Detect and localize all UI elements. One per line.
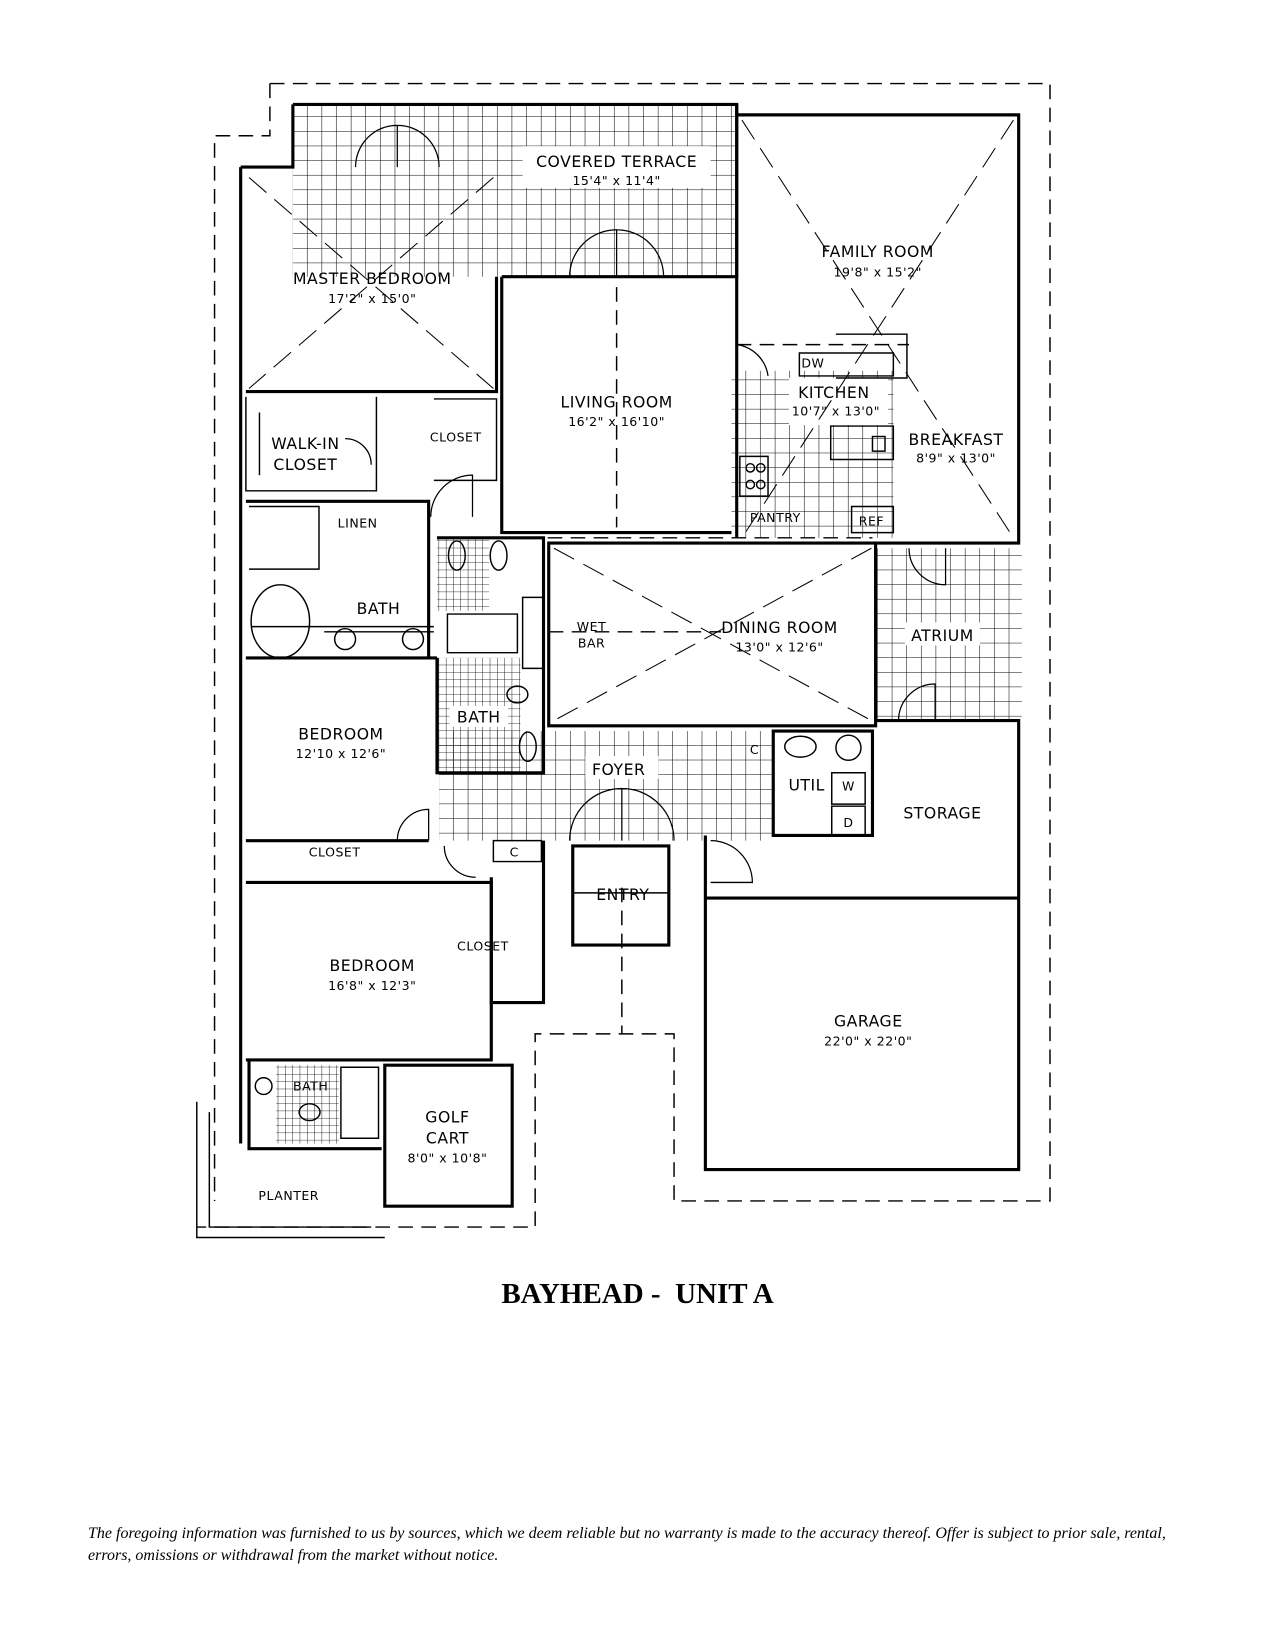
breakfast-dims: 8'9" x 13'0" — [916, 451, 996, 466]
refrigerator-label: REF — [859, 513, 884, 528]
bedroom-3-closet-label: CLOSET — [457, 938, 509, 953]
planter-label: PLANTER — [258, 1188, 319, 1203]
terrace-tile — [292, 104, 737, 277]
walls — [196, 102, 1021, 1239]
bedroom-3-label: BEDROOM — [330, 956, 415, 975]
garage-dims: 22'0" x 22'0" — [824, 1033, 912, 1048]
bedroom-2-closet-label: CLOSET — [309, 844, 361, 859]
hall-bath-label: BATH — [457, 708, 501, 727]
master-bath-label: BATH — [357, 599, 401, 618]
dashed-partitions — [501, 287, 910, 1034]
living-room-dims: 16'2" x 16'10" — [568, 414, 665, 429]
golf-cart-dims: 8'0" x 10'8" — [408, 1150, 488, 1165]
dining-room-dims: 13'0" x 12'6" — [735, 640, 823, 655]
master-bedroom-label: MASTER BEDROOM — [293, 269, 452, 288]
ceiling-diagonals — [248, 119, 1014, 722]
master-closet-label: CLOSET — [430, 430, 482, 445]
bedroom-3-dims: 16'8" x 12'3" — [328, 978, 416, 993]
living-room-label: LIVING ROOM — [560, 392, 672, 411]
dining-room-label: DINING ROOM — [721, 618, 838, 637]
breakfast-label: BREAKFAST — [909, 430, 1004, 449]
golf-cart-label-2: CART — [426, 1129, 469, 1148]
doors — [345, 124, 947, 884]
plan-title: BAYHEAD - UNIT A — [501, 1278, 774, 1310]
toilet-icon — [298, 1103, 321, 1122]
sink-icon — [333, 627, 357, 651]
golf-cart-label-1: GOLF — [425, 1108, 469, 1127]
bath-3-label: BATH — [293, 1078, 328, 1093]
pantry-label: PANTRY — [750, 510, 801, 525]
storage-label: STORAGE — [903, 804, 981, 823]
atrium-label: ATRIUM — [911, 626, 974, 645]
coat-closet-label: C — [750, 742, 759, 757]
wet-bar-label-2: BAR — [578, 635, 605, 650]
family-room-dims: 19'8" x 15'2" — [834, 265, 922, 280]
washer-label: W — [842, 779, 855, 794]
bedroom-2-label: BEDROOM — [298, 724, 383, 743]
garage-label: GARAGE — [834, 1012, 903, 1031]
sink-icon — [254, 1076, 273, 1096]
laundry-sink-icon — [784, 735, 817, 758]
dishwasher-label: DW — [801, 356, 824, 371]
room-labels: COVERED TERRACE 15'4" x 11'4" MASTER BED… — [258, 152, 1003, 1203]
walk-in-closet-label-1: WALK-IN — [271, 434, 339, 453]
bath-tile — [436, 537, 490, 611]
toilet-icon — [506, 685, 529, 704]
util-label: UTIL — [788, 776, 824, 795]
master-bedroom-dims: 17'2" x 15'0" — [328, 291, 416, 306]
bathtub-icon — [250, 584, 311, 659]
walk-in-closet-label-2: CLOSET — [273, 455, 337, 474]
kitchen-dims: 10'7" x 13'0" — [792, 404, 880, 419]
dryer-label: D — [843, 815, 853, 830]
kitchen-label: KITCHEN — [798, 383, 870, 402]
toilet-icon — [447, 540, 466, 571]
fixtures — [250, 435, 886, 1122]
coat-closet-label: C — [510, 844, 519, 859]
covered-terrace-dims: 15'4" x 11'4" — [572, 173, 660, 188]
foyer-label: FOYER — [592, 760, 645, 779]
bedroom-2-dims: 12'10 x 12'6" — [296, 746, 387, 761]
sink-icon — [401, 627, 425, 651]
covered-terrace-label: COVERED TERRACE — [536, 152, 697, 171]
wet-bar-label-1: WET — [577, 619, 607, 634]
family-room-label: FAMILY ROOM — [822, 242, 934, 261]
entry-label: ENTRY — [596, 885, 649, 904]
toilet-icon — [489, 540, 508, 571]
water-heater-icon — [835, 734, 862, 761]
linen-label: LINEN — [338, 515, 378, 530]
roofline — [196, 82, 1051, 1228]
disclaimer-text: The foregoing information was furnished … — [88, 1525, 1166, 1564]
sink-icon — [518, 731, 537, 763]
